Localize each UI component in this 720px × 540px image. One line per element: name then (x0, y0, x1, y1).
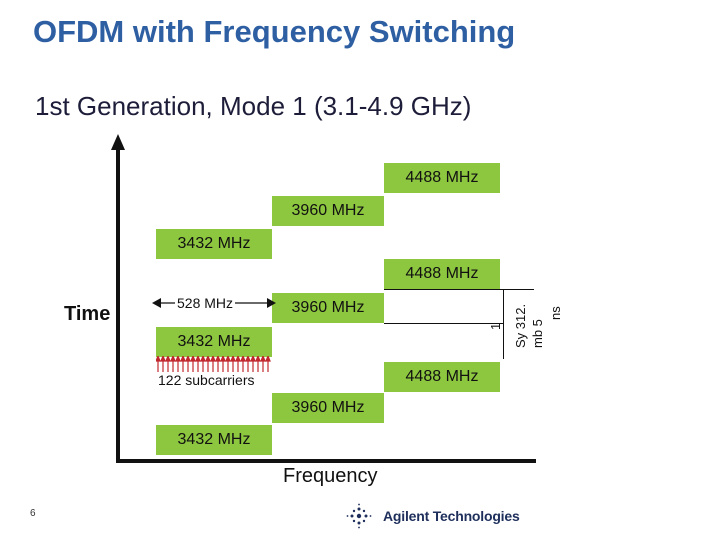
subcarrier-arrows-icon (156, 356, 271, 372)
freq-block-3432-hop2: 3432 MHz (156, 327, 272, 357)
x-axis-label: Frequency (283, 465, 378, 487)
symbol-period-line-3: mb 5 (530, 319, 545, 348)
freq-block-4488-hop1: 4488 MHz (384, 163, 500, 193)
symbol-bracket-line (503, 289, 504, 359)
subcarriers-label: 122 subcarriers (158, 372, 255, 388)
slide-subtitle: 1st Generation, Mode 1 (3.1-4.9 GHz) (35, 91, 472, 121)
symbol-period-line-2: Sy 312. (513, 303, 528, 348)
agilent-spark-logo-icon (346, 503, 372, 529)
company-logo-text: Agilent Technologies (383, 508, 520, 524)
bandwidth-label: 528 MHz (175, 295, 236, 311)
y-axis (116, 148, 120, 462)
symbol-top-line (384, 289, 534, 290)
symbol-bottom-line (384, 323, 504, 324)
y-axis-label: Time (64, 303, 111, 325)
y-axis-arrowhead-icon (111, 134, 125, 150)
symbol-period-line-1: 1 (488, 322, 503, 330)
x-axis (116, 459, 536, 463)
freq-block-3432-hop3: 3432 MHz (156, 425, 272, 455)
freq-block-3960-hop1: 3960 MHz (272, 196, 384, 226)
symbol-period-line-4: ns (548, 306, 563, 320)
freq-block-3960-hop3: 3960 MHz (272, 393, 384, 423)
freq-block-3960-hop2: 3960 MHz (272, 293, 384, 323)
freq-block-4488-hop3: 4488 MHz (384, 362, 500, 392)
freq-block-3432-hop1: 3432 MHz (156, 229, 272, 259)
slide-title: OFDM with Frequency Switching (33, 14, 516, 49)
page-number: 6 (30, 508, 36, 519)
freq-block-4488-hop2: 4488 MHz (384, 259, 500, 289)
